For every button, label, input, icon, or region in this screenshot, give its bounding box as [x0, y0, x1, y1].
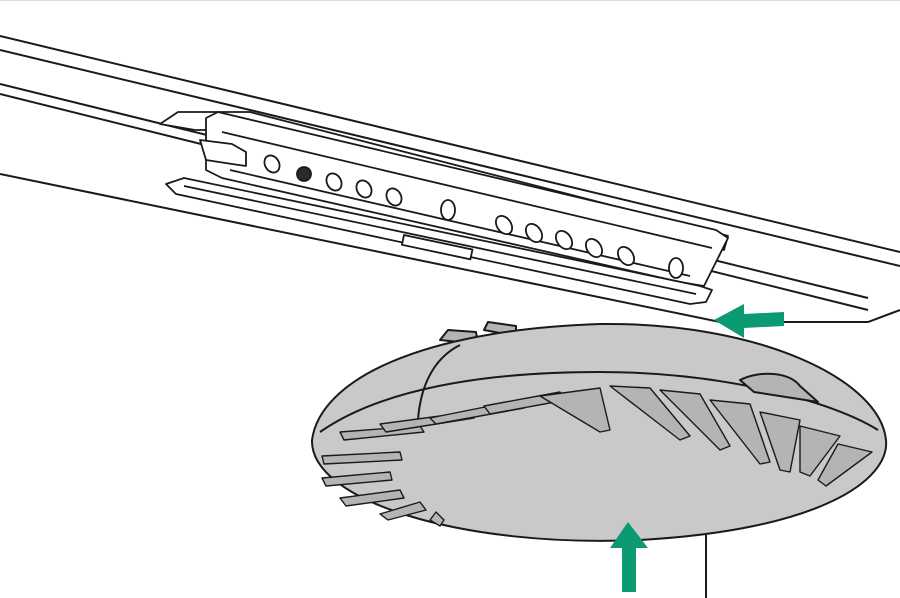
- bracket-ridge-lower: [229, 169, 691, 277]
- bracket-slots: [263, 154, 684, 279]
- device-dome-seam: [417, 344, 461, 421]
- slot: [668, 257, 684, 279]
- access-point-device: [310, 321, 888, 542]
- rail-edge-top-inner: [0, 49, 900, 267]
- arrow-up-icon: [610, 522, 648, 592]
- bracket-clip: [199, 139, 247, 167]
- bracket-ridge: [221, 131, 713, 249]
- slot: [584, 237, 604, 259]
- slot: [385, 187, 403, 207]
- device-top-edge: [319, 371, 879, 433]
- device-vents: [321, 385, 873, 527]
- screw-icon: [296, 166, 312, 182]
- slot: [616, 245, 636, 267]
- flange-groove: [183, 185, 697, 295]
- rail-edge-top: [0, 35, 900, 253]
- arrow-left-icon: [714, 304, 784, 338]
- slot: [355, 179, 373, 199]
- slot: [494, 214, 514, 236]
- bracket-tab: [401, 234, 474, 261]
- slot: [524, 222, 544, 244]
- slot: [325, 172, 343, 192]
- arrow-right-to-left: [714, 304, 784, 338]
- bracket-bottom-flange: [165, 177, 713, 305]
- slot: [554, 229, 574, 251]
- slot: [263, 154, 281, 174]
- device-latch: [739, 372, 819, 403]
- ceiling-edge-lower: [0, 173, 900, 323]
- slot: [440, 199, 456, 221]
- arrow-bottom-up: [610, 522, 648, 592]
- mounting-bracket: [159, 111, 729, 305]
